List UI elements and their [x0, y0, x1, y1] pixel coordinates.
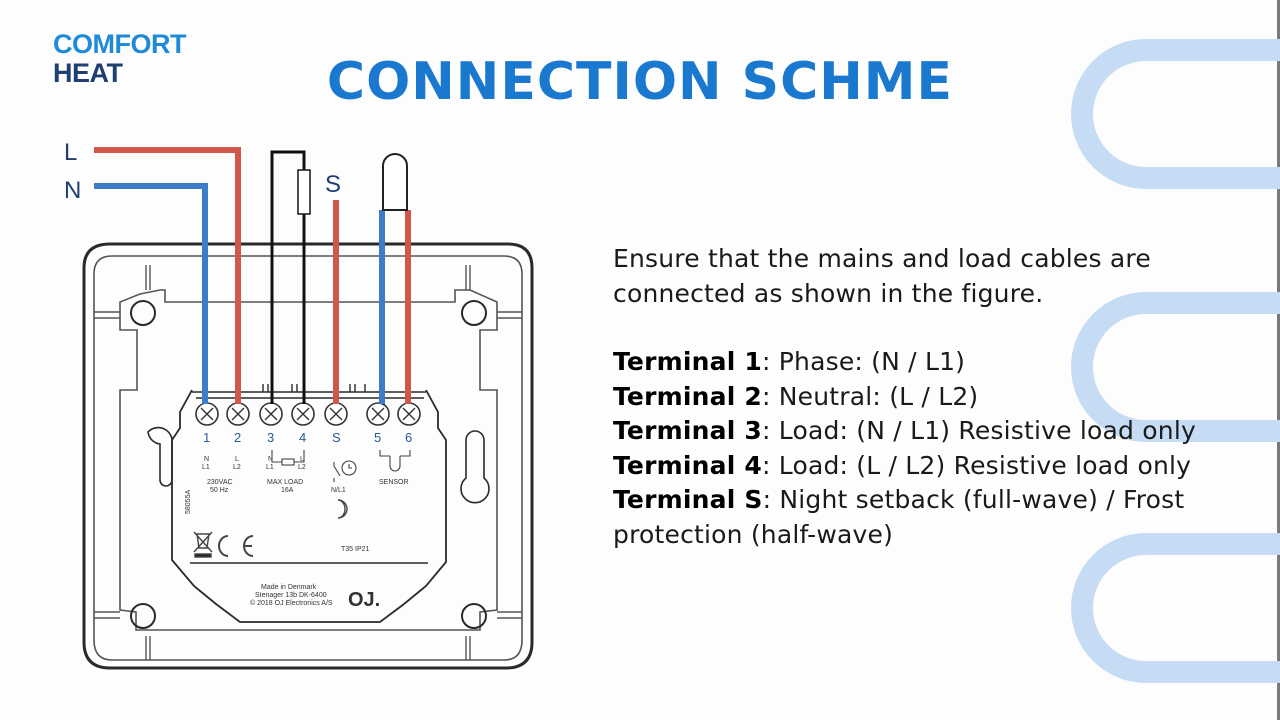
mounting-plate — [119, 289, 498, 631]
weee-icon — [193, 531, 213, 558]
logo-line-2: HEAT — [53, 58, 123, 88]
address-label: Stenager 13b DK-6400 — [255, 592, 327, 599]
page-title: CONNECTION SCHME — [0, 52, 1280, 112]
terminal-label: Terminal 2 — [613, 381, 762, 411]
window-edge — [1277, 0, 1280, 720]
terminal-line-s: Terminal S: Night setback (full-wave) / … — [613, 483, 1233, 552]
t4-sub-l2: L2 — [298, 464, 306, 471]
pipe-loop-1 — [1071, 39, 1280, 189]
intro-text: Ensure that the mains and load cables ar… — [613, 244, 1151, 308]
terminal-number-3: 3 — [267, 430, 274, 445]
terminal-desc: : Load: (N / L1) Resistive load only — [761, 416, 1196, 445]
supply-voltage-label: 230VAC — [207, 479, 233, 486]
page-title-text: CONNECTION SCHME — [326, 52, 954, 112]
terminal-number-1: 1 — [203, 430, 210, 445]
made-in-label: Made in Denmark — [261, 584, 317, 591]
terminal-number-5: 5 — [374, 430, 381, 445]
wire-label-L: L — [64, 139, 77, 166]
ce-mark-c — [218, 535, 229, 557]
sensor-label: SENSOR — [379, 479, 409, 486]
terminal-label: Terminal S — [613, 485, 763, 514]
terminal-line-2: Terminal 2: Neutral: (L / L2) — [613, 380, 1233, 415]
t3-sub-l1: L1 — [266, 464, 274, 471]
terminal-block-top — [192, 391, 426, 399]
housing-inner — [93, 255, 523, 661]
wire-phase-L — [94, 147, 241, 404]
screw-hole-bottom-right — [461, 603, 487, 629]
terminal-desc: : Phase: (N / L1) — [761, 347, 966, 376]
wire-neutral-N — [94, 183, 208, 404]
model-rating: T35 IP21 — [341, 546, 370, 553]
terminal-line-3: Terminal 3: Load: (N / L1) Resistive loa… — [613, 414, 1233, 449]
screw-hole-top-right — [461, 300, 487, 326]
terminal-number-6: 6 — [405, 430, 412, 445]
logo-line-1: COMFORT — [53, 29, 186, 59]
keyhole-slot-left — [147, 426, 173, 487]
terminal-number-4: 4 — [299, 430, 306, 445]
terminal-label: Terminal 3 — [613, 416, 762, 445]
heating-pipe-decoration — [1071, 39, 1280, 683]
t3-sub-n: N — [268, 456, 273, 463]
screw-hole-top-left — [130, 300, 156, 326]
screw-hole-bottom-left — [130, 603, 156, 629]
oj-brand-mark: OJ. — [348, 589, 380, 611]
t2-sub-l2: L2 — [233, 464, 241, 471]
terminal-label: Terminal 1 — [613, 347, 762, 376]
part-code: 58055A — [185, 490, 192, 514]
nl-label: N/L1 — [331, 487, 346, 494]
t1-sub-n: N — [204, 456, 209, 463]
max-load-amps: 16A — [281, 487, 294, 494]
keyhole-slot-right — [460, 430, 490, 504]
terminal-desc: : Neutral: (L / L2) — [761, 381, 979, 411]
wire-load-loop — [270, 150, 306, 404]
t2-sub-l: L — [235, 456, 239, 463]
terminal-number-s: S — [332, 430, 341, 445]
t4-sub-l: L — [300, 456, 304, 463]
supply-frequency-label: 50 Hz — [210, 487, 229, 494]
terminal-desc: : Night setback (full-wave) / Frost prot… — [613, 485, 1185, 549]
sensor-symbol — [379, 450, 411, 472]
copyright-label: © 2018 OJ Electronics A/S — [250, 599, 333, 607]
terminal-screws — [195, 402, 421, 426]
terminal-line-1: Terminal 1: Phase: (N / L1) — [613, 345, 1233, 380]
wire-label-N: N — [64, 177, 81, 204]
pipe-loop-3 — [1071, 533, 1280, 683]
load-resistor-symbol — [271, 450, 305, 463]
clock-icon — [341, 460, 357, 476]
wiring-diagram: L N S 1 2 3 4 S 5 6 N L1 L L2 N L1 L L2 … — [64, 139, 534, 670]
heating-load-resistor — [297, 169, 311, 215]
terminal-number-2: 2 — [234, 430, 241, 445]
terminal-label: Terminal 4 — [613, 450, 762, 480]
max-load-label: MAX LOAD — [267, 479, 303, 486]
instructions-panel: Ensure that the mains and load cables ar… — [613, 242, 1233, 552]
ce-mark-e — [243, 535, 254, 557]
housing-outer — [82, 242, 534, 670]
relay-module — [171, 389, 447, 623]
brand-logo: COMFORT HEAT — [53, 30, 186, 88]
t1-sub-l1: L1 — [202, 464, 210, 471]
floor-sensor-probe — [382, 153, 408, 211]
pipe-loop-2 — [1071, 292, 1280, 442]
moon-icon — [337, 499, 348, 519]
terminal-desc: : Load: (L / L2) Resistive load only — [761, 450, 1192, 480]
wire-label-S: S — [325, 171, 341, 198]
terminal-line-4: Terminal 4: Load: (L / L2) Resistive loa… — [613, 449, 1233, 484]
switch-symbol — [333, 462, 341, 482]
